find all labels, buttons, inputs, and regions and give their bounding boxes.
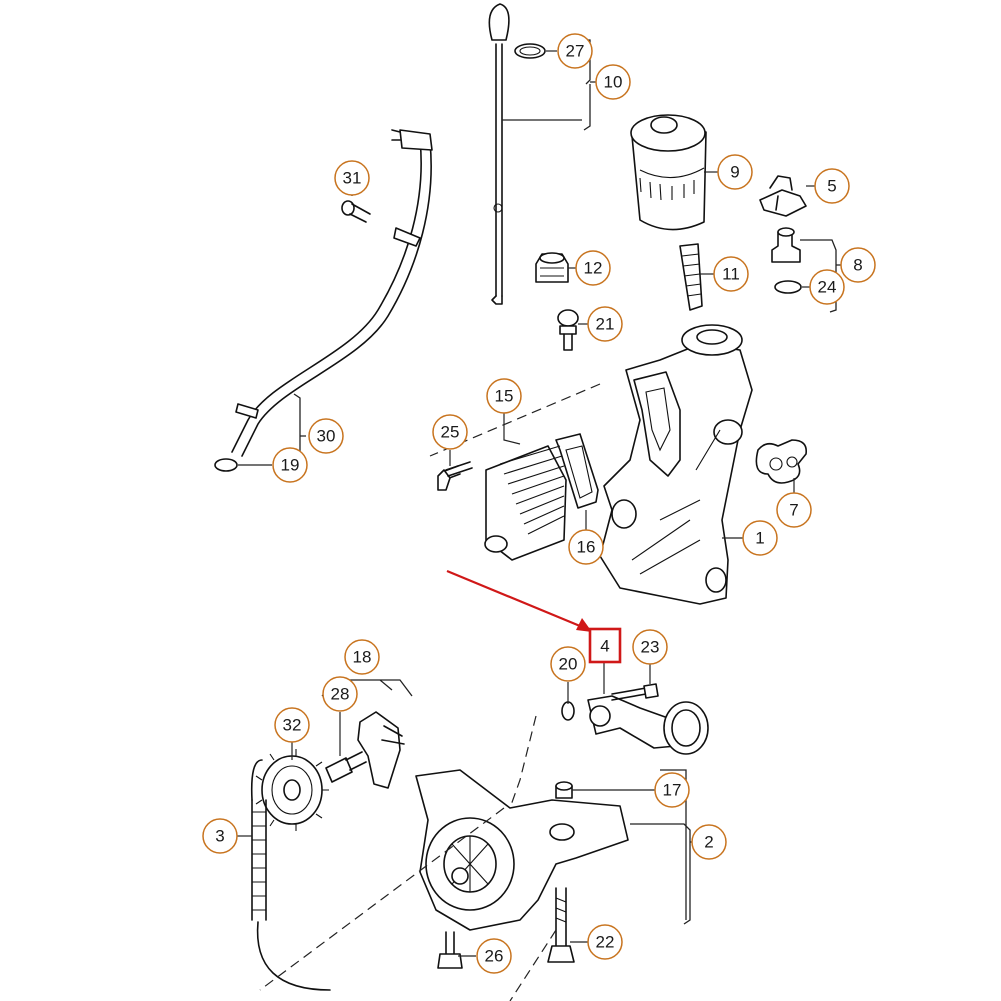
- callout-label: 3: [215, 827, 224, 846]
- bolt-22: [547, 887, 575, 963]
- callout-label: 20: [559, 655, 578, 674]
- callout-20: 20: [550, 646, 586, 682]
- sensor-o-ring: [774, 280, 802, 294]
- callout-label: 32: [283, 716, 302, 735]
- callout-12: 12: [575, 250, 611, 286]
- oil-pickup-pipe: [587, 695, 709, 755]
- pressure-switch-5: [759, 175, 807, 217]
- callout-label: 26: [485, 947, 504, 966]
- callout-27: 27: [557, 33, 593, 69]
- callout-25: 25: [432, 414, 468, 450]
- callout-4-highlighted: 4: [588, 627, 622, 664]
- highlight-arrow: [446, 569, 592, 632]
- callout-21: 21: [587, 306, 623, 342]
- bolt-25: [437, 461, 473, 491]
- cooler-gasket: [555, 433, 599, 509]
- callout-label: 1: [755, 529, 764, 548]
- pickup-o-ring: [561, 701, 575, 721]
- callout-label: 28: [331, 685, 350, 704]
- oil-pump: [415, 769, 629, 931]
- callout-label: 30: [317, 427, 336, 446]
- callout-label: 12: [584, 259, 603, 278]
- callout-24: 24: [809, 269, 845, 305]
- callout-label: 11: [722, 265, 740, 284]
- chain-tensioner: [357, 711, 405, 789]
- gasket-7: [755, 439, 808, 484]
- callout-label: 19: [281, 456, 300, 475]
- oil-cooler: [484, 445, 567, 561]
- callout-17: 17: [654, 772, 690, 808]
- filter-element: [679, 243, 703, 311]
- callout-5: 5: [814, 168, 850, 204]
- callout-8: 8: [840, 247, 876, 283]
- callout-label: 17: [663, 781, 682, 800]
- callout-23: 23: [632, 629, 668, 665]
- filter-cap: [535, 252, 569, 283]
- bolt-31: [341, 200, 371, 223]
- callout-11: 11: [713, 256, 749, 292]
- dipstick: [488, 3, 510, 305]
- callout-label: 9: [730, 163, 739, 182]
- callout-label: 8: [853, 256, 862, 275]
- callout-label: 27: [566, 42, 585, 61]
- callout-label: 22: [596, 933, 615, 952]
- callout-30: 30: [308, 418, 344, 454]
- callout-label: 18: [353, 648, 372, 667]
- oil-filter-housing: [599, 324, 753, 605]
- callout-label: 31: [343, 169, 362, 188]
- callout-26: 26: [476, 938, 512, 974]
- callout-label: 2: [704, 833, 713, 852]
- callout-31: 31: [334, 160, 370, 196]
- sprocket: [255, 749, 329, 831]
- dipstick-o-ring: [514, 43, 546, 59]
- callout-label: 24: [818, 278, 837, 297]
- callout-2: 2: [691, 824, 727, 860]
- oil-level-sensor: [771, 227, 801, 263]
- callout-label: 5: [827, 177, 836, 196]
- callout-label: 16: [577, 538, 596, 557]
- callout-label: 25: [441, 423, 460, 442]
- brackets-and-leaders: [236, 39, 842, 957]
- callout-7: 7: [776, 492, 812, 528]
- return-tube-seal: [214, 458, 238, 472]
- callout-32: 32: [274, 707, 310, 743]
- timing-chain: [250, 759, 331, 991]
- callout-label: 10: [604, 73, 623, 92]
- callout-label: 23: [641, 638, 660, 657]
- callout-16: 16: [568, 529, 604, 565]
- callout-label: 15: [495, 387, 514, 406]
- callout-label: 21: [596, 315, 615, 334]
- callout-3: 3: [202, 818, 238, 854]
- callout-label: 7: [789, 501, 798, 520]
- bolt-23: [611, 683, 659, 701]
- callout-15: 15: [486, 378, 522, 414]
- tensioner-bolt: [325, 751, 367, 783]
- bolt-21: [557, 309, 579, 351]
- callout-9: 9: [717, 154, 753, 190]
- callout-10: 10: [595, 64, 631, 100]
- oil-return-tube: [231, 129, 433, 457]
- callout-1: 1: [742, 520, 778, 556]
- callout-19: 19: [272, 447, 308, 483]
- highlighted-callout-label: 4: [600, 637, 609, 656]
- bolt-26: [437, 931, 463, 969]
- oil-filter: [630, 114, 707, 231]
- callout-28: 28: [322, 676, 358, 712]
- callout-22: 22: [587, 924, 623, 960]
- callout-18: 18: [344, 639, 380, 675]
